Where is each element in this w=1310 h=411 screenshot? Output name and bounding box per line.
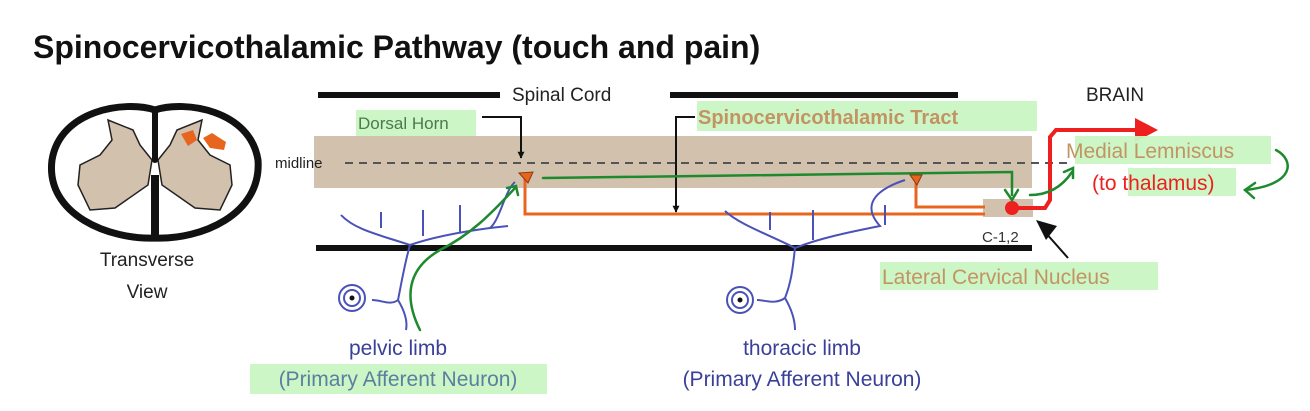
pelvic-neuron-nucleus (349, 295, 355, 301)
gray-matter-right (157, 118, 233, 211)
central-canal (152, 157, 158, 163)
dorsal-horn-to-nucleus-annotation (541, 170, 1014, 197)
medial-lemniscus-label: Medial Lemniscus (1066, 140, 1234, 163)
thoracic-neuron-nucleus (737, 297, 743, 303)
thalamus-highlight (1128, 168, 1236, 196)
dorsal-horn-highlight (356, 110, 476, 136)
dorsal-horn-label: Dorsal Horn (358, 114, 449, 133)
thoracic-primary-afferent-neuron (724, 179, 906, 331)
gray-matter-left (77, 118, 153, 211)
brain-label: BRAIN (1086, 85, 1144, 106)
nucleus-to-lemniscus-annotation (1028, 170, 1074, 197)
pelvic-dorsal-horn-neuron-body (517, 171, 534, 184)
midline-label: midline (275, 155, 323, 172)
medial-lemniscus-sublabel: (to thalamus) (1092, 172, 1215, 195)
pelvic-ascending-annotation (409, 186, 517, 332)
thoracic-limb-label: thoracic limb (743, 337, 861, 360)
page-title: Spinocervicothalamic Pathway (touch and … (33, 29, 760, 65)
thoracic-limb-sublabel: (Primary Afferent Neuron) (683, 368, 922, 391)
pelvic-second-order-tract (523, 178, 985, 216)
pelvic-limb-sublabel: (Primary Afferent Neuron) (279, 368, 518, 391)
segment-label: C-1,2 (982, 229, 1019, 246)
medial-lemniscus-arrow-path (1012, 128, 1135, 210)
lemniscus-to-thalamus-annotation (1243, 148, 1289, 192)
green-annotation-arrows (409, 148, 1289, 332)
lateral-cervical-tract-marker (181, 130, 226, 150)
transverse-view: Transverse View (48, 103, 262, 303)
pelvic-limb-label: pelvic limb (349, 337, 447, 360)
spinal-cord-label: Spinal Cord (512, 85, 611, 106)
tract-pointer (672, 116, 695, 213)
lateral-cervical-nucleus-arrowhead (1036, 220, 1057, 240)
tract-highlight (697, 101, 1037, 131)
pelvic-primary-afferent-neuron (338, 181, 516, 331)
thoracic-second-order-tract (914, 180, 985, 209)
longitudinal-cord: midline Spinal Cord BRAIN Dorsal Horn Sp… (275, 85, 1271, 290)
transverse-label-line1: Transverse (100, 250, 194, 271)
dorsal-horn-pointer (482, 116, 525, 159)
tract-label: Spinocervicothalamic Tract (698, 107, 958, 129)
lateral-cervical-nucleus-label: Lateral Cervical Nucleus (882, 266, 1110, 289)
transverse-label-line2: View (127, 282, 168, 303)
medial-lemniscus-highlight (1075, 136, 1271, 164)
lateral-cervical-nucleus-highlight (880, 262, 1158, 290)
pelvic-subtitle-highlight (250, 364, 547, 394)
thoracic-dorsal-horn-neuron-body (909, 174, 923, 186)
